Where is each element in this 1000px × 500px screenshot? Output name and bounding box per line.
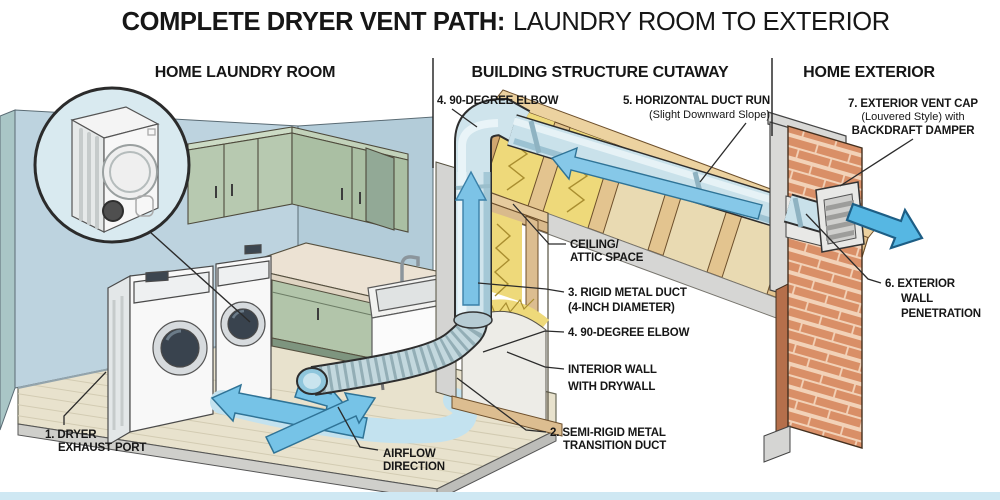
- airflow-arrow-duct-icon: [264, 392, 377, 454]
- leader-airflow: [337, 406, 379, 451]
- label-wall-penetration-1: 6. EXTERIOR: [885, 278, 956, 290]
- label-vent-cap-3: BACKDRAFT DAMPER: [852, 125, 976, 137]
- section-laundry-room: HOME LAUNDRY ROOM: [155, 64, 336, 81]
- leader-transition-duct: [456, 377, 547, 433]
- label-vent-cap-2: (Louvered Style) with: [861, 111, 964, 123]
- louver-icon: [826, 230, 854, 241]
- label-wall-penetration-2: WALL: [901, 293, 933, 305]
- label-elbow-lower: 4. 90-DEGREE ELBOW: [568, 327, 690, 339]
- brick-base-block: [763, 425, 791, 463]
- inset-leader: [149, 231, 251, 323]
- label-horizontal-run-1: 5. HORIZONTAL DUCT RUN: [623, 95, 770, 107]
- washer-machine: [215, 244, 272, 411]
- labels: 4. 90-DEGREE ELBOW 5. HORIZONTAL DUCT RU…: [45, 95, 981, 473]
- exhaust-port-detail: [102, 200, 124, 222]
- label-transition-duct-2: TRANSITION DUCT: [563, 440, 666, 452]
- wall-insulation: [492, 212, 522, 302]
- section-building-cutaway: BUILDING STRUCTURE CUTAWAY: [471, 64, 729, 81]
- leader-interior-wall: [506, 351, 565, 370]
- inset-detail-circle: [33, 86, 191, 244]
- label-ceiling-2: ATTIC SPACE: [570, 252, 644, 264]
- leader-exhaust-port: [63, 371, 107, 425]
- label-ceiling-1: CEILING/: [570, 239, 620, 251]
- label-exhaust-port-2: EXHAUST PORT: [58, 442, 146, 454]
- leader-lines: [63, 108, 914, 451]
- duct-arrow-horizontal-icon: [550, 146, 763, 220]
- dryer-machine: [107, 265, 214, 447]
- wall-left-return: [0, 109, 16, 431]
- louver-icon: [826, 210, 854, 221]
- leader-vent-cap: [839, 138, 914, 187]
- faucet: [400, 255, 420, 284]
- platform-edge-front-left: [17, 423, 438, 500]
- brick-side-face: [775, 283, 789, 442]
- label-elbow-top: 4. 90-DEGREE ELBOW: [437, 95, 559, 107]
- title-bar: COMPLETE DRYER VENT PATH: LAUNDRY ROOM T…: [122, 8, 891, 36]
- duct-path: [296, 97, 805, 396]
- duct-collar: [453, 311, 493, 329]
- brick-front-face: [787, 125, 863, 449]
- leader-rigid-duct: [477, 282, 565, 293]
- section-headers: HOME LAUNDRY ROOM BUILDING STRUCTURE CUT…: [155, 58, 936, 168]
- leader-elbow-top: [451, 108, 478, 128]
- label-horizontal-run-2: (Slight Downward Slope): [649, 109, 770, 121]
- exit-air-arrow-icon: [845, 202, 924, 250]
- label-rigid-duct-1: 3. RIGID METAL DUCT: [568, 287, 687, 299]
- label-wall-penetration-3: PENETRATION: [901, 308, 981, 320]
- label-vent-cap-1: 7. EXTERIOR VENT CAP: [848, 98, 978, 110]
- vent-cap: [815, 181, 865, 253]
- dryer-back-detail: [70, 106, 160, 233]
- leader-ceiling: [512, 203, 566, 245]
- tall-wall-cabinet: [365, 147, 395, 231]
- leader-horizontal-run: [699, 122, 747, 183]
- section-home-exterior: HOME EXTERIOR: [803, 64, 935, 81]
- louver-icon: [826, 200, 854, 211]
- label-airflow-1: AIRFLOW: [383, 448, 436, 460]
- duct-arrow-up-icon: [454, 170, 488, 306]
- label-interior-wall-2: WITH DRYWALL: [568, 381, 655, 393]
- louver-icon: [826, 220, 854, 231]
- page-title-bold: COMPLETE DRYER VENT PATH:: [122, 8, 505, 36]
- label-interior-wall-1: INTERIOR WALL: [568, 364, 657, 376]
- label-rigid-duct-2: (4-INCH DIAMETER): [568, 302, 675, 314]
- page-title-regular: LAUNDRY ROOM TO EXTERIOR: [513, 8, 890, 36]
- exterior-structure: [763, 111, 924, 463]
- label-transition-duct-1: 2. SEMI-RIGID METAL: [550, 427, 666, 439]
- leader-elbow-lower: [482, 330, 565, 353]
- leader-wall-penetration: [805, 213, 882, 284]
- label-airflow-2: DIRECTION: [383, 461, 445, 473]
- label-exhaust-port-1: 1. DRYER: [45, 429, 97, 441]
- bottom-accent-strip: [0, 492, 1000, 500]
